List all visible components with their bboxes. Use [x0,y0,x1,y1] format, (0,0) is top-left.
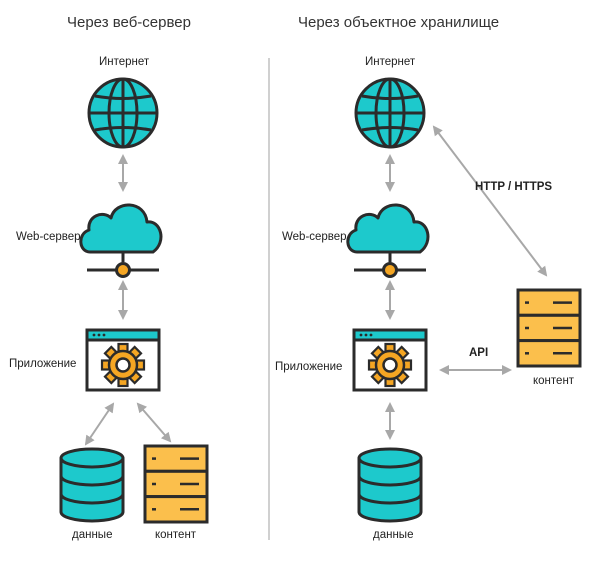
left-webserver-label: Web-сервер [16,231,81,243]
right-webserver-label: Web-сервер [282,231,347,243]
application-window-icon-right [352,328,428,392]
webserver-cloud-icon-right [346,203,430,278]
arrow-app-data [84,402,115,446]
right-app-label: Приложение [275,361,343,373]
left-app-label: Приложение [9,358,77,370]
internet-globe-icon-right [354,77,426,149]
right-data-label: данные [373,529,414,541]
internet-globe-icon [87,77,159,149]
right-heading: Через объектное хранилище [298,14,500,31]
arrow-app-content [136,402,172,443]
content-storage-icon [143,444,209,524]
database-icon-right [357,447,423,523]
api-label: API [469,347,489,359]
webserver-cloud-icon [79,203,163,278]
http-protocol-label: HTTP / HTTPS [475,181,553,193]
left-content-label: контент [155,529,197,541]
database-icon [59,447,125,523]
left-data-label: данные [72,529,113,541]
content-storage-icon-right [516,288,582,368]
arrow-internet-storage-http [432,125,548,277]
left-heading: Через веб-сервер [67,14,191,31]
right-content-label: контент [533,375,575,387]
right-internet-label: Интернет [365,56,416,68]
left-internet-label: Интернет [99,56,150,68]
application-window-icon [85,328,161,392]
